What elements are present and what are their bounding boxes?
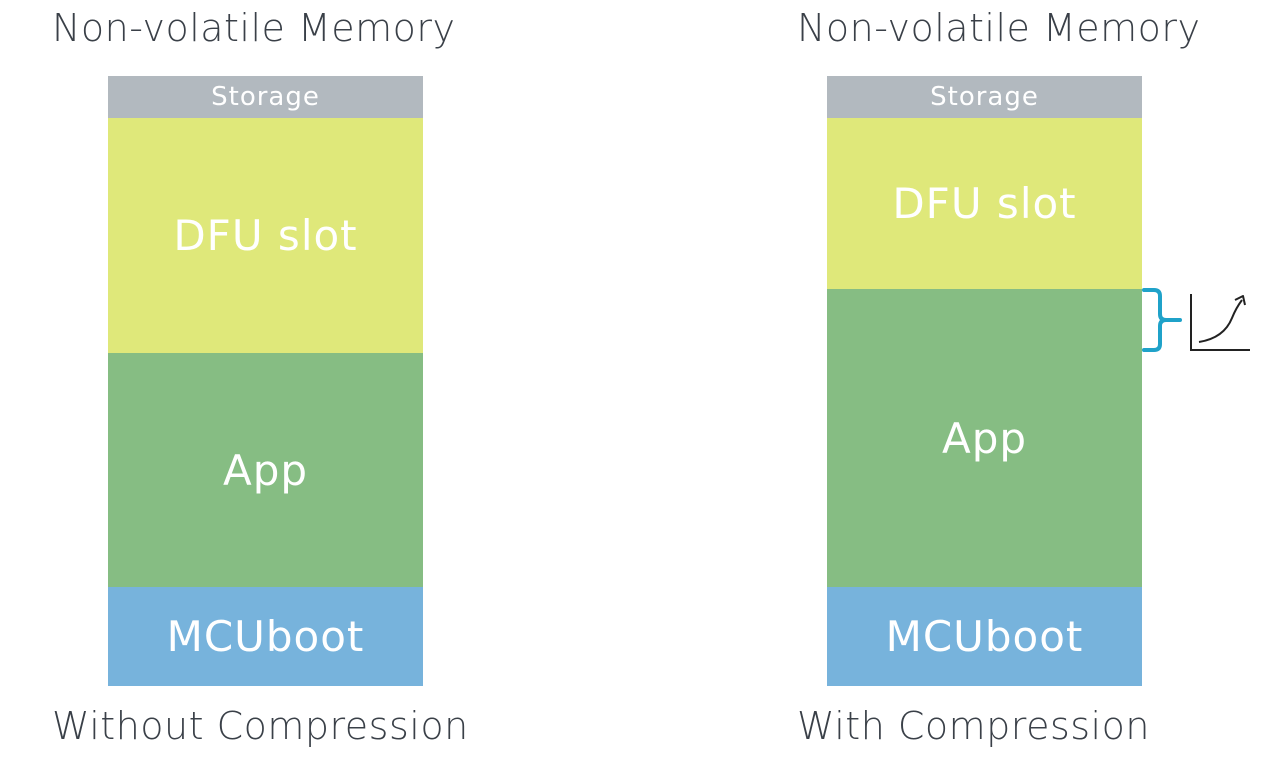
left-dfu-slot-block: DFU slot (108, 118, 423, 353)
right-title: Non-volatile Memory (797, 6, 1201, 50)
left-app-label: App (222, 445, 309, 495)
growth-curve-icon (1190, 294, 1250, 351)
left-storage-label: Storage (211, 82, 320, 112)
left-caption: Without Compression (52, 704, 469, 748)
left-dfu-slot-label: DFU slot (173, 211, 358, 260)
left-app-block: App (108, 353, 423, 587)
right-storage-label: Storage (930, 82, 1039, 112)
right-caption: With Compression (797, 704, 1150, 748)
left-mcuboot-label: MCUboot (166, 612, 365, 661)
right-mcuboot-label: MCUboot (885, 612, 1084, 661)
right-mcuboot-block: MCUboot (827, 587, 1142, 686)
curly-brace-icon (1142, 288, 1182, 352)
right-app-block: App (827, 289, 1142, 587)
right-app-label: App (941, 413, 1028, 463)
left-storage-block: Storage (108, 76, 423, 118)
right-dfu-slot-label: DFU slot (892, 179, 1077, 228)
left-title: Non-volatile Memory (52, 6, 456, 50)
left-memory-stack: Storage DFU slot App MCUboot (108, 76, 423, 686)
right-memory-stack: Storage DFU slot App MCUboot (827, 76, 1142, 686)
left-mcuboot-block: MCUboot (108, 587, 423, 686)
right-dfu-slot-block: DFU slot (827, 118, 1142, 289)
right-storage-block: Storage (827, 76, 1142, 118)
